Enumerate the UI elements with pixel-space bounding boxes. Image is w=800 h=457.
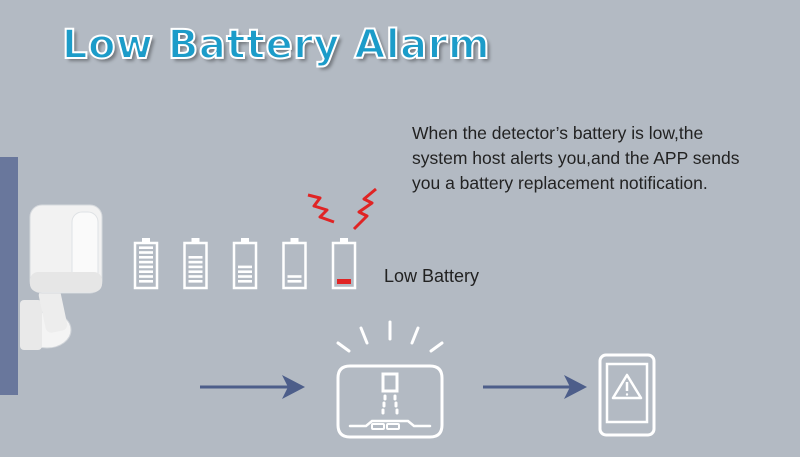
motion-detector-icon <box>20 204 103 350</box>
description: When the detector’s battery is low,the s… <box>412 121 792 196</box>
phone-alert-icon <box>598 353 656 437</box>
page-title: Low Battery Alarm <box>61 21 491 69</box>
battery-icon <box>183 238 208 290</box>
battery-row <box>133 238 357 290</box>
description-line: you a battery replacement notification. <box>412 173 708 193</box>
battery-icon <box>282 238 307 290</box>
battery-icon <box>133 238 159 290</box>
arrow-right-icon <box>483 375 587 399</box>
arrow-right-icon <box>200 375 305 399</box>
warning-triangle-icon <box>611 373 643 400</box>
battery-low-icon <box>331 238 357 290</box>
wall-panel <box>0 157 18 395</box>
low-battery-label: Low Battery <box>384 266 480 286</box>
description-line: When the detector’s battery is low,the <box>412 123 704 143</box>
description-line: system host alerts you,and the APP sends <box>412 148 740 168</box>
battery-icon <box>232 238 258 290</box>
system-host-icon <box>336 320 444 439</box>
alert-zigzag-icon <box>307 193 335 224</box>
alert-zigzag-icon <box>352 187 377 231</box>
